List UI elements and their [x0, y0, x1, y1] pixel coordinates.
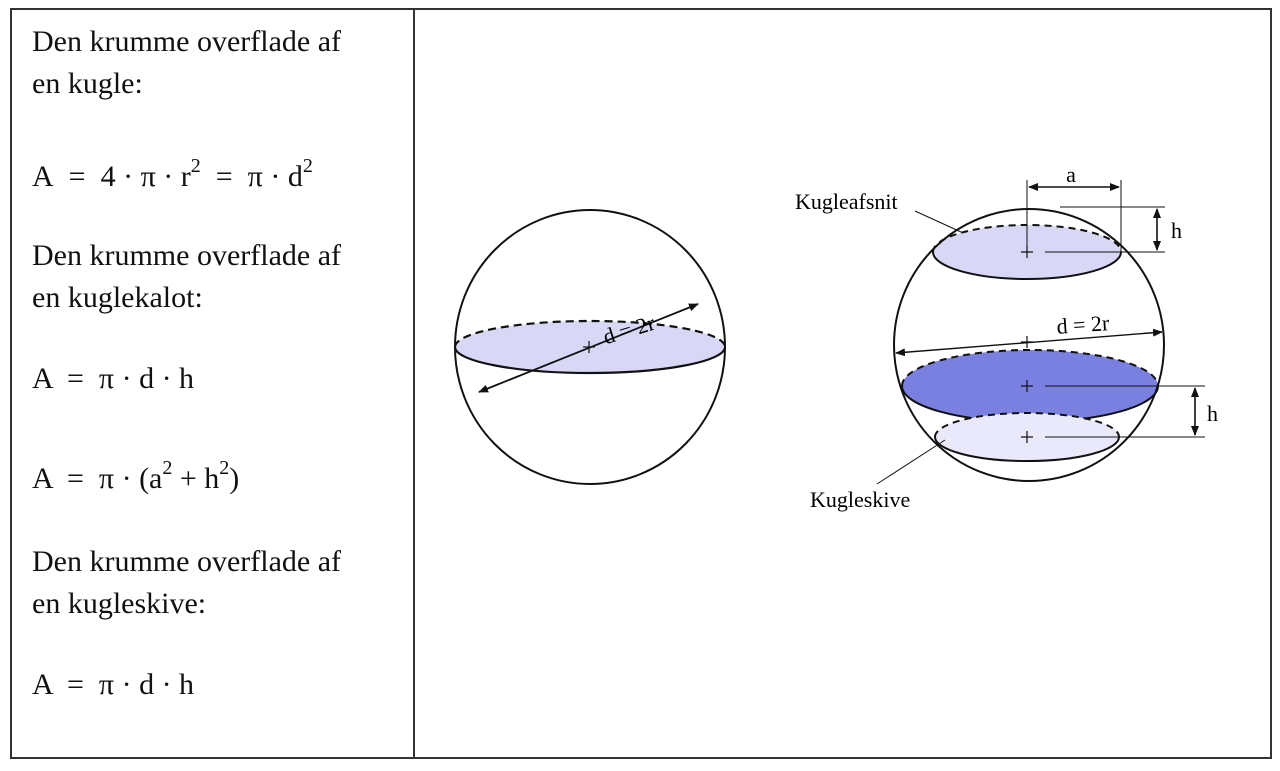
slice-center-mark — [1021, 431, 1033, 443]
slice-label: Kugleskive — [810, 487, 910, 512]
sphere-two-diameter-arrow — [895, 328, 1163, 357]
cap-heading-line2: en kuglekalot: — [32, 281, 203, 314]
cap-heading-line1: Den krumme overflade af — [32, 239, 342, 272]
slice-heading-line1: Den krumme overflade af — [32, 545, 342, 578]
diagram-panel: d = 2r a — [415, 10, 1270, 757]
equator-back-arc-2 — [901, 349, 1159, 387]
column-divider — [413, 8, 415, 759]
slice-front-arc — [934, 436, 1120, 462]
cap-leader-line — [914, 210, 962, 233]
equator-center-mark — [1021, 380, 1033, 392]
sphere-two-diameter-label: d = 2r — [1056, 310, 1111, 339]
slice-heading-line2: en kugleskive: — [32, 587, 207, 620]
sphere-heading-line2: en kugle: — [32, 67, 143, 100]
cap-area-formula-1: A = π · d · h — [32, 362, 195, 395]
sphere-heading-line1: Den krumme overflade af — [32, 25, 342, 58]
slice-back-arc — [934, 412, 1120, 438]
sphere-area-formula: A = 4 · π · r2 = π · d2 — [32, 155, 313, 193]
cap-area-formula-2: A = π · (a2 + h2) — [32, 457, 240, 495]
radius-a-label: a — [1066, 162, 1076, 187]
equator-back-arc — [453, 319, 727, 348]
slice-height-label: h — [1207, 401, 1218, 426]
sphere-diagrams: d = 2r a — [453, 162, 1218, 512]
cap-height-label: h — [1171, 218, 1182, 243]
sphere-one: d = 2r — [453, 209, 727, 485]
slice-area-formula: A = π · d · h — [32, 668, 195, 701]
sphere-two: a h d = 2r h Kugleafsnit Kugleskive — [795, 162, 1218, 512]
figure-frame — [10, 8, 1272, 759]
cap-label: Kugleafsnit — [795, 189, 898, 214]
slice-leader-line — [876, 439, 946, 485]
sphere-two-outline — [893, 208, 1165, 482]
cap-front-arc — [932, 251, 1122, 280]
